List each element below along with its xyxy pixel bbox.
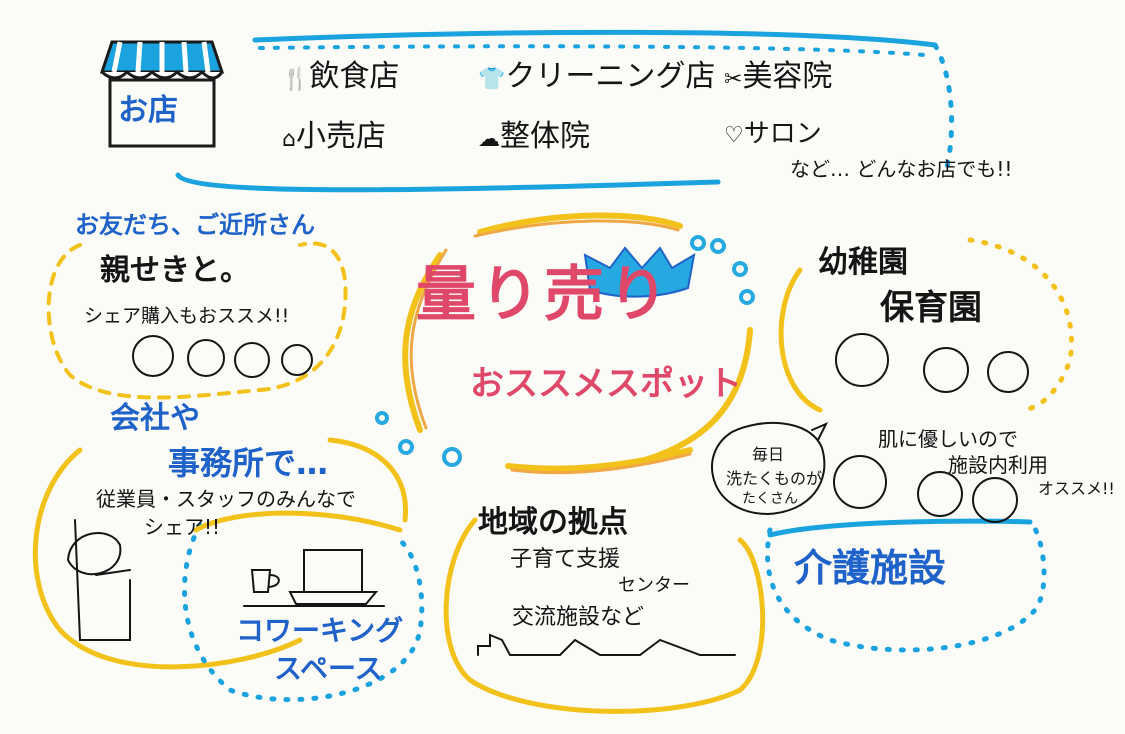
- shops-label: お店: [118, 93, 178, 128]
- company-note1: 従業員・スタッフのみんなで: [96, 487, 356, 511]
- community-item2: 交流施設など: [512, 605, 645, 630]
- shop-item-retail: ⌂小売店: [282, 119, 386, 154]
- coworking-cloud: [182, 510, 425, 703]
- community-item1b: センター: [618, 575, 690, 596]
- shop-item-cleaning: 👕クリーニング店: [478, 59, 716, 94]
- care-bubble2: 洗たくものが: [726, 469, 823, 488]
- fork-spoon-icon: 🍴: [282, 67, 310, 92]
- heart-icon: ♡: [724, 123, 744, 148]
- shops-frame: [175, 29, 955, 193]
- kinder-line1: 幼稚園: [818, 245, 908, 280]
- care-note2: 施設内利用: [948, 453, 1048, 477]
- friends-note: シェア購入もおススメ!!: [84, 305, 290, 327]
- kinder-cloud: [778, 237, 1074, 413]
- care-bubble3: たくさん: [742, 491, 798, 507]
- shop-counter-icon: ⌂: [282, 127, 296, 152]
- care-note3: オススメ!!: [1038, 479, 1115, 498]
- friends-cloud: [46, 241, 348, 400]
- kinder-line2: 保育園: [880, 288, 982, 328]
- shop-item-salon-hair: ✂美容院: [724, 59, 833, 94]
- community-item1: 子育て支援: [510, 547, 621, 572]
- shop-item-beauty: ♡サロン: [724, 119, 822, 149]
- shop-awning-icon: [99, 40, 225, 148]
- care-bubble1: 毎日: [752, 445, 785, 464]
- faces-group: [132, 335, 313, 378]
- company-line2: 事務所で…: [168, 444, 329, 482]
- center-title: 量り売り: [416, 260, 672, 330]
- thought-dots: [375, 411, 462, 467]
- shop-item-chiro: ☁整体院: [478, 119, 590, 154]
- care-note1: 肌に優しいので: [878, 427, 1018, 451]
- coworking-line2: スペース: [274, 652, 383, 685]
- scissors-icon: ✂: [724, 67, 743, 92]
- company-line1: 会社や: [110, 401, 200, 436]
- shops-note: など… どんなお店でも!!: [790, 157, 1013, 181]
- care-cloud: [711, 422, 1047, 653]
- company-cloud: [32, 437, 409, 670]
- company-note2: シェア!!: [144, 515, 221, 539]
- crown-icon: [583, 246, 696, 298]
- friends-line2: 親せきと。: [100, 253, 250, 288]
- shop-item-restaurant: 🍴飲食店: [282, 59, 400, 94]
- community-title: 地域の拠点: [478, 505, 628, 540]
- shirt-icon: 👕: [478, 67, 506, 92]
- friends-line1: お友だち、ご近所さん: [75, 211, 315, 239]
- center-subtitle: おススメスポット: [470, 364, 742, 404]
- coworking-line1: コワーキング: [236, 614, 404, 647]
- community-cloud: [443, 517, 766, 714]
- center-spotlight: [402, 212, 755, 475]
- care-title: 介護施設: [794, 546, 947, 590]
- massage-icon: ☁: [478, 127, 500, 152]
